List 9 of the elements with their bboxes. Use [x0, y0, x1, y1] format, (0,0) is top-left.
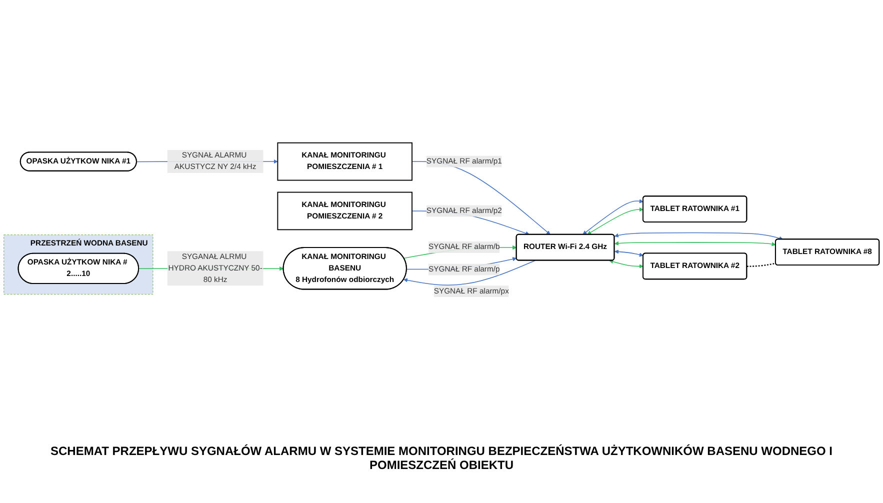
arrow [582, 199, 644, 235]
arrow [403, 260, 536, 286]
arrow [614, 241, 776, 246]
arrow [614, 232, 784, 240]
connector [746, 262, 776, 267]
caption: SCHEMAT PRZEPŁYWU SYGNAŁÓW ALARMU W SYSTEMIE MONITORINGU BEZPIECZEŃSTWA UŻYTKOWNIKÓW BASENU WODNEGO I POMIESZCZEŃ OBIEKTU [50, 443, 834, 474]
arrow [614, 250, 644, 257]
arrow [609, 260, 644, 268]
arrow [587, 207, 644, 235]
